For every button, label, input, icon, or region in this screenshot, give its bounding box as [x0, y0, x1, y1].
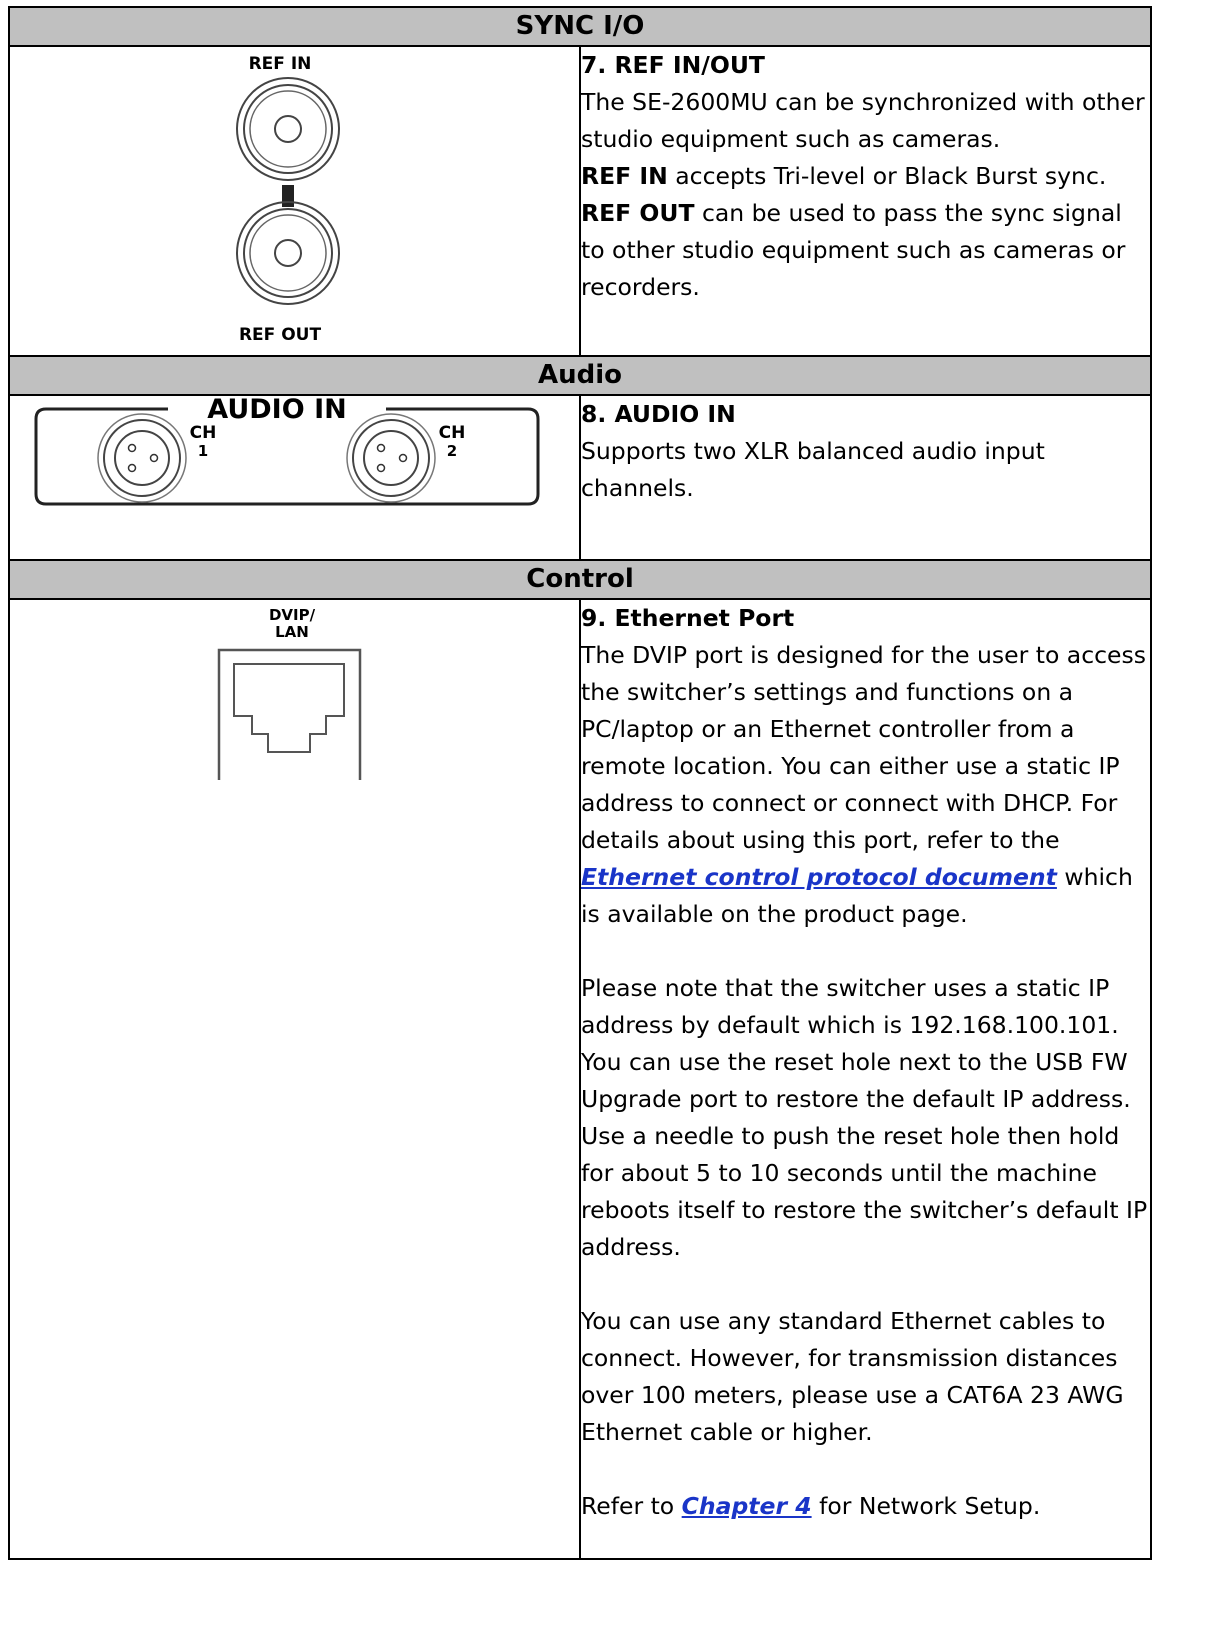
ref-out-desc: can be used to pass the sync signal to o… — [581, 199, 1126, 301]
sync-description: 7. REF IN/OUT The SE-2600MU can be synch… — [579, 45, 1152, 357]
ref-in-label: REF IN — [249, 54, 312, 74]
audio-description: 8. AUDIO IN Supports two XLR balanced au… — [579, 394, 1152, 561]
ch1-number: 1 — [198, 442, 208, 460]
ethernet-protocol-link[interactable]: Ethernet control protocol document — [581, 863, 1057, 891]
section-header-sync: SYNC I/O — [8, 6, 1152, 47]
item-title-audio: 8. AUDIO IN — [581, 400, 736, 428]
ethernet-p4: Refer to Chapter 4 for Network Setup. — [581, 1488, 1150, 1525]
section-header-control: Control — [8, 559, 1152, 600]
chapter-4-link[interactable]: Chapter 4 — [681, 1492, 812, 1520]
ethernet-p2: Please note that the switcher uses a sta… — [581, 974, 1148, 1261]
ethernet-p1-text: The DVIP port is designed for the user t… — [581, 641, 1146, 854]
ethernet-p4-post: for Network Setup. — [811, 1492, 1041, 1520]
ref-out-term: REF OUT — [581, 199, 695, 227]
ref-connector-figure: REF IN REF OUT — [8, 45, 581, 357]
xlr-connector-icon: AUDIO IN CH 1 CH 2 — [34, 396, 540, 506]
ref-out-label: REF OUT — [239, 325, 321, 345]
section-header-audio: Audio — [8, 355, 1152, 396]
audio-in-panel-label: AUDIO IN — [207, 396, 346, 425]
ethernet-p1-tail: which is available on the product page. — [581, 863, 1133, 928]
manual-table: SYNC I/O REF IN REF OUT 7. REF IN/O — [8, 6, 1152, 1560]
lan-port-figure: DVIP/ LAN — [8, 598, 581, 1560]
ethernet-p4-pre: Refer to — [581, 1492, 682, 1520]
ch1-label: CH — [190, 423, 217, 443]
item-title-ref: 7. REF IN/OUT — [581, 51, 765, 79]
ch2-number: 2 — [447, 442, 457, 460]
bnc-connector-icon: REF IN REF OUT — [236, 54, 340, 345]
ch2-label: CH — [439, 423, 466, 443]
audio-in-figure: AUDIO IN CH 1 CH 2 — [8, 394, 581, 561]
ref-in-desc: accepts Tri-level or Black Burst sync. — [667, 162, 1107, 190]
ref-in-term: REF IN — [581, 162, 668, 190]
lan-label: LAN — [275, 623, 309, 641]
audio-text: Supports two XLR balanced audio input ch… — [581, 437, 1045, 502]
item-title-ethernet: 9. Ethernet Port — [581, 604, 795, 632]
dvip-label: DVIP/ — [269, 606, 316, 624]
ethernet-p1: The DVIP port is designed for the user t… — [581, 637, 1150, 933]
ethernet-p3: You can use any standard Ethernet cables… — [581, 1307, 1124, 1446]
sync-intro: The SE-2600MU can be synchronized with o… — [581, 88, 1145, 153]
control-description: 9. Ethernet Port The DVIP port is design… — [579, 598, 1152, 1560]
ethernet-port-icon: DVIP/ LAN — [217, 606, 362, 780]
